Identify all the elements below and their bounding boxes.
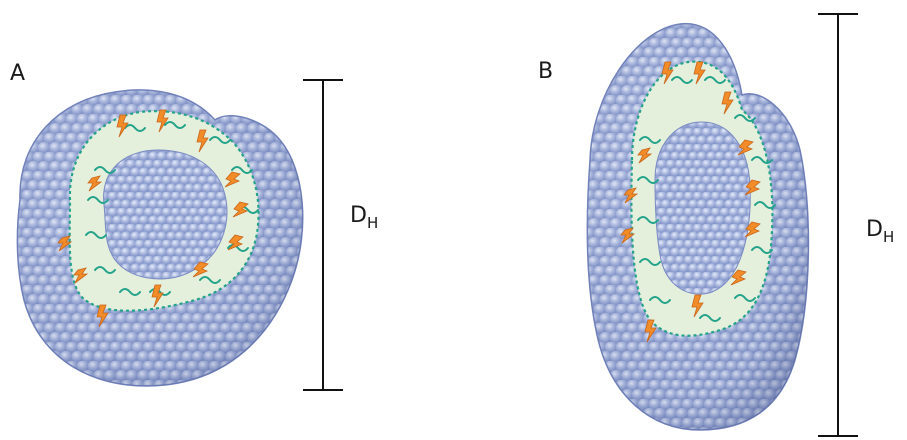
scale-bar-a (303, 80, 343, 390)
dimension-label-a-subscript: H (367, 214, 378, 232)
micelle-a (17, 90, 302, 386)
panel-a: A (10, 61, 378, 390)
panel-a-label: A (10, 61, 25, 86)
dimension-label-a: DH (350, 203, 378, 232)
dimension-label-a-main: D (350, 203, 367, 228)
scale-bar-b (818, 14, 858, 436)
micelle-b-inner-core (655, 122, 750, 294)
dimension-label-b-subscript: H (883, 228, 894, 246)
micelle-b (587, 24, 808, 430)
panel-b-label: B (538, 59, 553, 84)
panel-b: B (538, 14, 894, 436)
dimension-label-b-main: D (866, 217, 883, 242)
dimension-label-b: DH (866, 217, 894, 246)
micelle-a-inner-core (104, 150, 227, 279)
